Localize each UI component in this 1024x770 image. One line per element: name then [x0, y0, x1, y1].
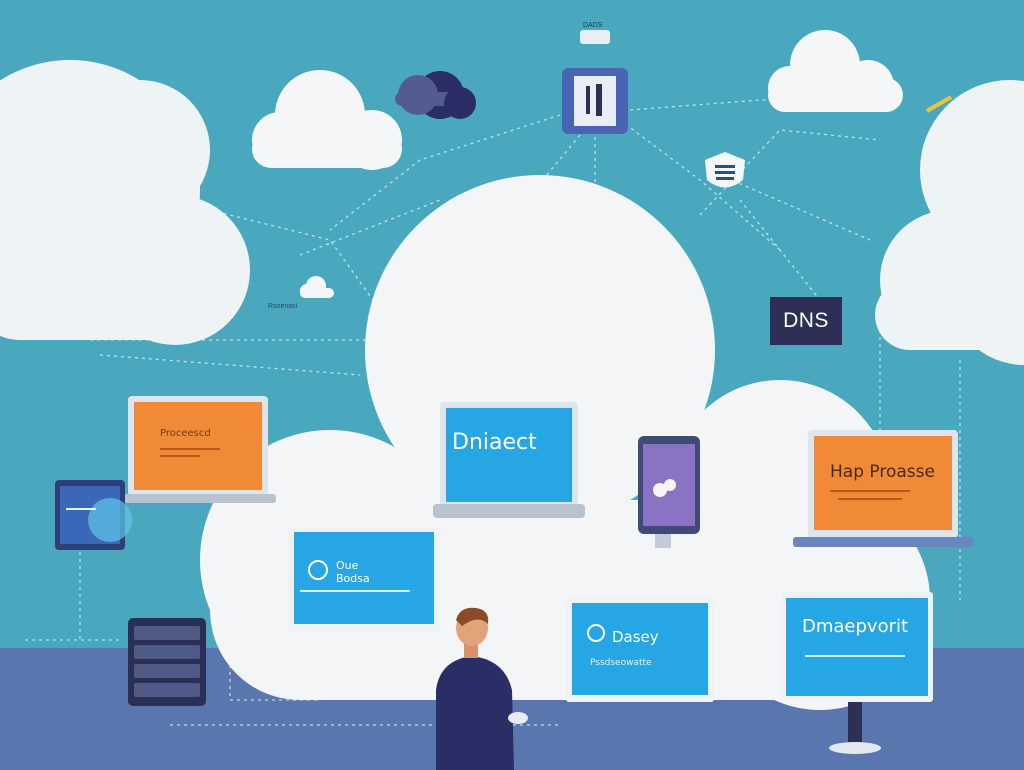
person-figure	[436, 607, 528, 770]
server-icon	[562, 30, 628, 134]
small-left-text: Rsoenasi	[268, 303, 298, 310]
monitor-icon	[781, 592, 933, 754]
dns-label: DNS	[770, 297, 842, 345]
blue-right-title: Dmaepvorit	[802, 616, 909, 637]
cloud-icon	[768, 30, 903, 112]
top-small-text: DADS	[583, 22, 603, 29]
pen-icon	[925, 95, 953, 113]
laptop-icon	[124, 396, 276, 503]
laptop-icon	[793, 430, 973, 547]
blue-mid-title: Dasey	[612, 628, 659, 646]
middle-laptop-title: Dniaect	[452, 430, 537, 455]
blue-left-line1: Oue	[336, 559, 359, 572]
blue-mid-sub: Pssdseowatte	[590, 658, 652, 668]
orange-left-text: Proceescd	[160, 428, 211, 439]
orange-right-title: Hap Proasse	[830, 462, 935, 482]
cloud-icon	[395, 71, 476, 119]
laptop-icon	[433, 402, 585, 518]
monitor-icon	[288, 528, 440, 632]
server-icon	[128, 618, 206, 706]
cloud-icon	[300, 276, 334, 298]
blue-left-line2: Bodsa	[336, 572, 370, 585]
shield-icon	[705, 152, 745, 188]
tablet-icon	[55, 480, 132, 550]
phone-icon	[638, 436, 700, 548]
monitor-icon	[566, 598, 714, 702]
cloud-icon	[875, 80, 1024, 365]
cloud-icon	[252, 70, 402, 170]
cloud-icon	[0, 60, 250, 345]
